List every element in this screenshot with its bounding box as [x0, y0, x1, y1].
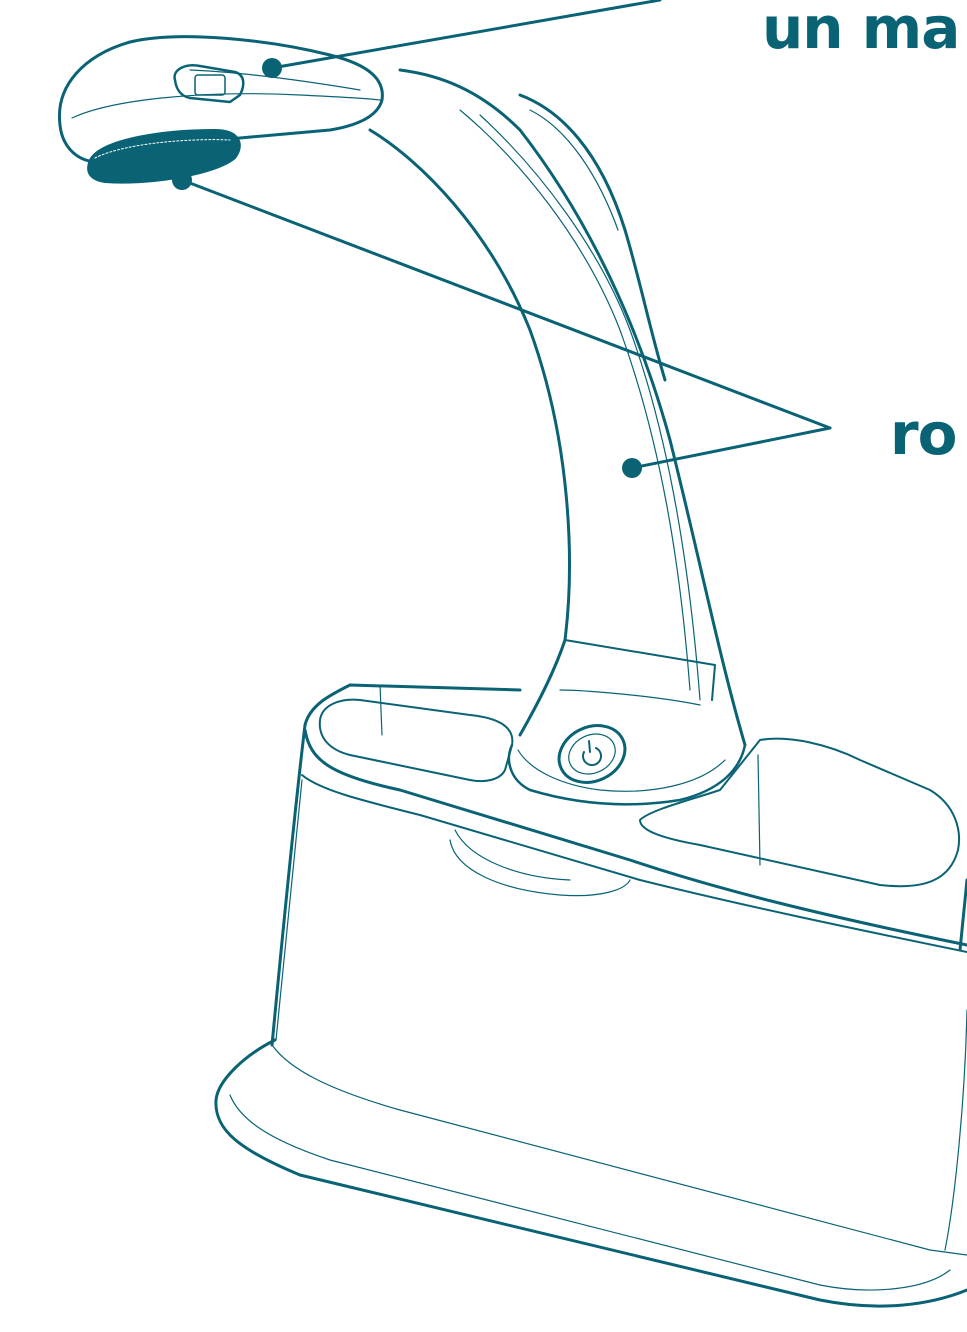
- base-rear-lobe: [450, 840, 630, 896]
- neck-back-edge: [400, 70, 745, 745]
- callout-line-neck: [632, 428, 830, 468]
- base-left-wall-inner: [276, 780, 302, 1040]
- callout-dot-neck: [622, 458, 642, 478]
- neck-front-edge: [370, 130, 569, 735]
- base-foot-inner: [230, 1095, 950, 1290]
- base-bottom-edge: [272, 1045, 967, 1255]
- callout-dot-top: [262, 58, 282, 78]
- base-foot: [216, 1040, 967, 1306]
- base-rim-lower: [302, 775, 967, 952]
- callout-line-top: [272, 0, 660, 68]
- callouts: [172, 0, 830, 478]
- right-cup: [640, 739, 959, 887]
- base-left-wall: [272, 725, 305, 1045]
- callout-dot-pad: [172, 170, 192, 190]
- left-cup: [320, 700, 513, 781]
- callout-label-top: un ma: [762, 0, 959, 62]
- neck-foot: [509, 745, 745, 804]
- neck-arm: [370, 70, 745, 804]
- callout-line-pad: [182, 180, 830, 428]
- power-icon: [583, 741, 601, 765]
- base-stand: [216, 685, 967, 1306]
- callout-label-middle: ro: [890, 400, 956, 468]
